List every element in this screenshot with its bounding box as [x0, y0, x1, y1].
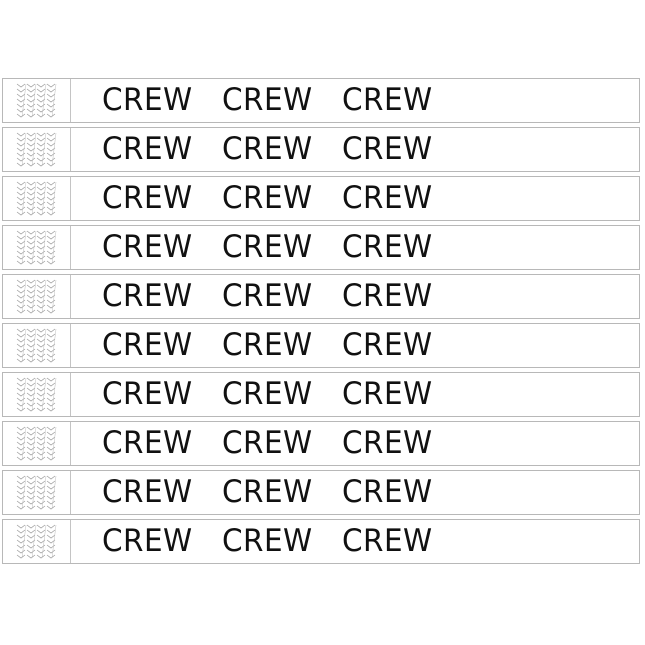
band-label: CREW	[342, 425, 433, 461]
band-label: CREW	[222, 474, 313, 510]
band-label: CREW	[102, 82, 193, 118]
wristband: CREW CREW CREW	[2, 274, 640, 319]
wristband: CREW CREW CREW	[2, 470, 640, 515]
chevron-pattern-icon	[16, 377, 57, 412]
adhesive-tab	[3, 128, 71, 171]
band-label: CREW	[102, 131, 193, 167]
chevron-pattern-icon	[16, 279, 57, 314]
band-label: CREW	[222, 278, 313, 314]
chevron-pattern-icon	[16, 230, 57, 265]
band-label: CREW	[102, 425, 193, 461]
chevron-pattern-icon	[16, 83, 57, 118]
band-label-row: CREW CREW CREW	[102, 226, 434, 269]
adhesive-tab	[3, 177, 71, 220]
band-label: CREW	[102, 278, 193, 314]
band-label: CREW	[102, 523, 193, 559]
band-label: CREW	[222, 523, 313, 559]
band-label: CREW	[222, 131, 313, 167]
chevron-pattern-icon	[16, 524, 57, 559]
band-label: CREW	[342, 131, 433, 167]
adhesive-tab	[3, 226, 71, 269]
chevron-pattern-icon	[16, 426, 57, 461]
band-label-row: CREW CREW CREW	[102, 275, 434, 318]
band-label-row: CREW CREW CREW	[102, 422, 434, 465]
chevron-pattern-icon	[16, 328, 57, 363]
band-label: CREW	[222, 229, 313, 265]
adhesive-tab	[3, 79, 71, 122]
band-label: CREW	[222, 425, 313, 461]
chevron-pattern-icon	[16, 132, 57, 167]
adhesive-tab	[3, 471, 71, 514]
chevron-pattern-icon	[16, 475, 57, 510]
band-label: CREW	[222, 180, 313, 216]
band-label: CREW	[342, 278, 433, 314]
band-label: CREW	[102, 376, 193, 412]
band-label: CREW	[222, 376, 313, 412]
band-label: CREW	[342, 376, 433, 412]
adhesive-tab	[3, 275, 71, 318]
band-label: CREW	[342, 523, 433, 559]
band-label: CREW	[342, 82, 433, 118]
band-label-row: CREW CREW CREW	[102, 373, 434, 416]
band-label: CREW	[222, 82, 313, 118]
wristband: CREW CREW CREW	[2, 421, 640, 466]
band-label: CREW	[342, 180, 433, 216]
band-label: CREW	[342, 474, 433, 510]
adhesive-tab	[3, 422, 71, 465]
chevron-pattern-icon	[16, 181, 57, 216]
band-label: CREW	[102, 474, 193, 510]
band-label: CREW	[342, 327, 433, 363]
band-label: CREW	[102, 229, 193, 265]
band-label-row: CREW CREW CREW	[102, 471, 434, 514]
wristband: CREW CREW CREW	[2, 225, 640, 270]
band-label: CREW	[102, 180, 193, 216]
band-label: CREW	[222, 327, 313, 363]
band-label-row: CREW CREW CREW	[102, 177, 434, 220]
wristband: CREW CREW CREW	[2, 78, 640, 123]
band-label: CREW	[102, 327, 193, 363]
wristband: CREW CREW CREW	[2, 372, 640, 417]
adhesive-tab	[3, 520, 71, 563]
wristband: CREW CREW CREW	[2, 519, 640, 564]
band-label-row: CREW CREW CREW	[102, 128, 434, 171]
adhesive-tab	[3, 373, 71, 416]
band-label-row: CREW CREW CREW	[102, 520, 434, 563]
adhesive-tab	[3, 324, 71, 367]
wristband: CREW CREW CREW	[2, 127, 640, 172]
wristband: CREW CREW CREW	[2, 323, 640, 368]
band-label: CREW	[342, 229, 433, 265]
wristband: CREW CREW CREW	[2, 176, 640, 221]
band-label-row: CREW CREW CREW	[102, 79, 434, 122]
band-label-row: CREW CREW CREW	[102, 324, 434, 367]
